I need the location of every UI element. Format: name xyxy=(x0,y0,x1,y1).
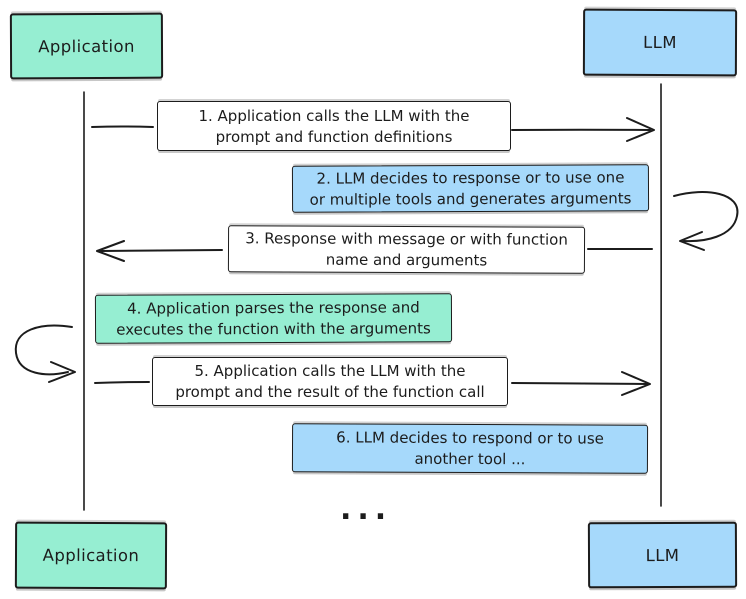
arrow-step5-left-segment xyxy=(94,381,150,384)
arrow-step5-shaft xyxy=(511,382,649,385)
message-step-6-line-1: 6. LLM decides to respond or to use xyxy=(336,428,604,448)
loop-application-step4 xyxy=(14,324,73,376)
message-step-1-line-1: 1. Application calls the LLM with the xyxy=(198,106,470,125)
message-step-3: 3. Response with message or with functio… xyxy=(227,225,586,274)
message-step-6: 6. LLM decides to respond or to use anot… xyxy=(291,423,649,474)
message-step-2: 2. LLM decides to response or to use one… xyxy=(291,164,650,213)
message-step-2-line-1: 2. LLM decides to response or to use one xyxy=(316,168,625,188)
message-step-2-line-2: or multiple tools and generates argument… xyxy=(309,189,632,209)
message-step-5-line-2: prompt and the result of the function ca… xyxy=(175,383,485,401)
message-step-4-line-2: executes the function with the arguments xyxy=(116,319,431,339)
loop-llm-step2 xyxy=(673,191,739,243)
actor-llm-top: LLM xyxy=(582,8,738,77)
actor-llm-bottom: LLM xyxy=(587,521,738,589)
message-step-1: 1. Application calls the LLM with the pr… xyxy=(157,101,511,151)
message-step-4: 4. Application parses the response and e… xyxy=(94,293,453,344)
arrow-step1-left-segment xyxy=(91,125,154,128)
loop-llm-arrowhead-icon xyxy=(679,231,705,251)
message-step-4-line-1: 4. Application parses the response and xyxy=(127,298,420,318)
actor-application-bottom-label: Application xyxy=(42,545,140,566)
arrow-step3-arrowhead-icon xyxy=(96,240,125,262)
message-step-6-line-2: another tool ... xyxy=(414,449,526,469)
arrow-step5-arrowhead-icon xyxy=(621,371,651,396)
message-step-1-line-2: prompt and function definitions xyxy=(215,127,453,146)
actor-application-bottom: Application xyxy=(14,521,168,590)
message-step-5-line-1: 5. Application calls the LLM with the xyxy=(194,362,466,380)
actor-llm-bottom-label: LLM xyxy=(645,545,680,565)
arrow-step1-arrowhead-icon xyxy=(626,117,655,142)
actor-application-top-label: Application xyxy=(38,36,135,56)
actor-application-top: Application xyxy=(9,12,164,80)
continuation-ellipsis: ... xyxy=(340,492,393,527)
message-step-3-line-1: 3. Response with message or with functio… xyxy=(245,229,568,249)
arrow-step3-shaft xyxy=(100,249,223,252)
loop-application-arrowhead-icon xyxy=(48,361,76,383)
message-step-5: 5. Application calls the LLM with the pr… xyxy=(152,357,508,406)
actor-llm-top-label: LLM xyxy=(643,32,677,53)
message-step-3-line-2: name and arguments xyxy=(325,250,488,270)
